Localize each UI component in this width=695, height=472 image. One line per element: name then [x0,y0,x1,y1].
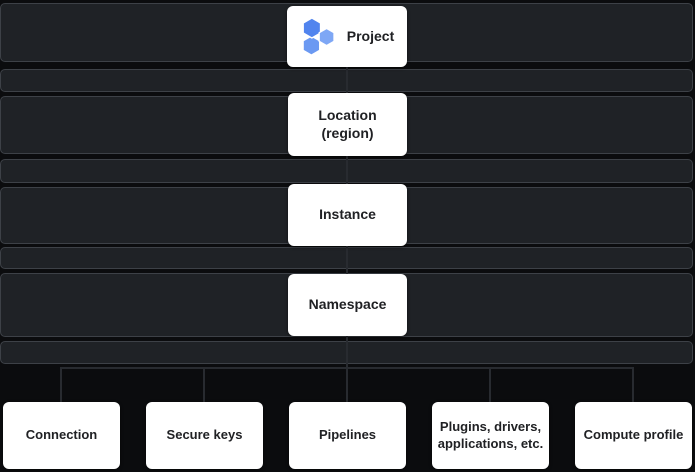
connector-drop-plugins [489,367,491,402]
project-label: Project [346,27,395,44]
secure-keys-label: Secure keys [166,427,243,443]
instance-card: Instance [288,184,407,246]
namespace-card: Namespace [288,274,407,336]
project-card: Project [287,6,407,67]
connector-location-instance [346,156,348,184]
hexagon-bottom-left [302,34,321,56]
connector-drop-secure-keys [203,367,205,402]
hexagon-right [318,27,335,46]
secure-keys-card: Secure keys [146,402,263,469]
pipelines-card: Pipelines [289,402,406,469]
connector-drop-compute-profile [632,367,634,402]
hexagon-cluster-icon [300,16,338,57]
plugins-label-line1: Plugins, drivers, [439,418,542,434]
connection-card: Connection [3,402,120,469]
location-label-line2: (region) [321,124,374,141]
pipelines-label: Pipelines [318,427,377,443]
location-card: Location (region) [288,93,407,156]
connector-project-location [346,67,348,93]
plugins-label-line2: applications, etc. [437,435,544,451]
instance-label: Instance [319,206,376,223]
compute-profile-card: Compute profile [575,402,692,469]
namespace-label: Namespace [308,296,387,313]
connector-instance-namespace [346,246,348,274]
connector-drop-pipelines [346,367,348,402]
hexagon-top-left [302,16,321,39]
connection-label: Connection [25,427,98,443]
connector-drop-connection [60,367,62,402]
compute-profile-label: Compute profile [583,427,684,443]
plugins-card: Plugins, drivers, applications, etc. [432,402,549,469]
location-label-line1: Location [318,107,377,123]
connector-namespace-rail [346,336,348,368]
